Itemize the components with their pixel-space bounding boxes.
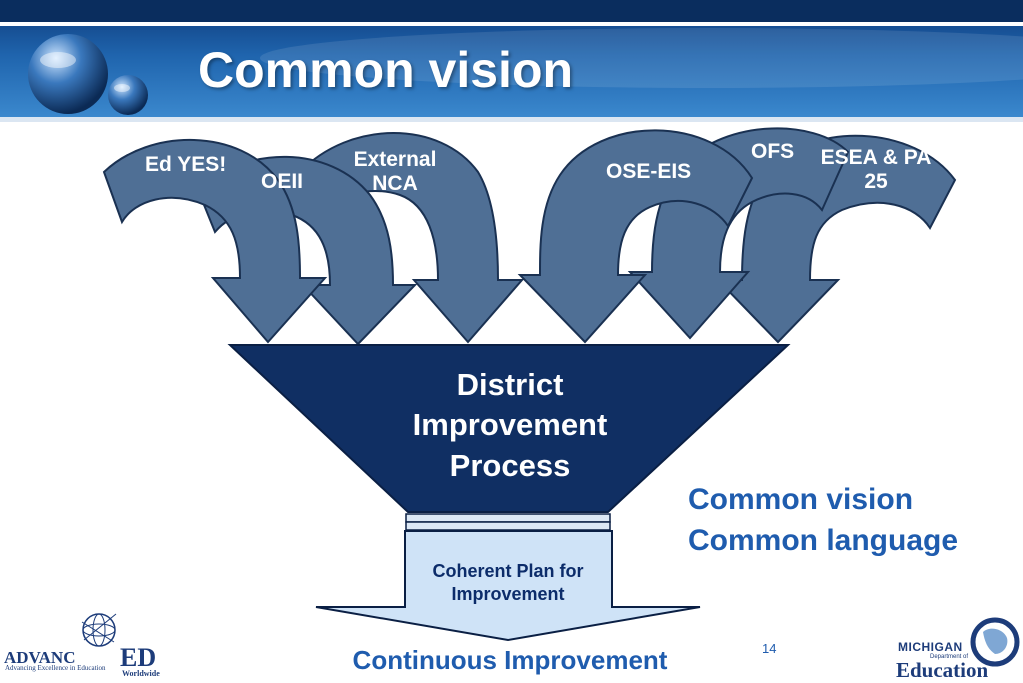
michigan-logo-line3: Education — [896, 658, 989, 682]
common-language-line: Common language — [688, 523, 959, 557]
output-arrow — [315, 530, 701, 642]
globe-icon — [28, 34, 148, 115]
header-top-strip — [0, 0, 1023, 22]
michigan-logo-icon — [970, 617, 1020, 667]
michigan-logo-line1: MICHIGAN — [898, 640, 963, 654]
arrow-ose-eis — [517, 129, 754, 344]
input-label-ed-yes: Ed YES! — [145, 153, 227, 176]
arrow-ed-yes — [102, 138, 328, 344]
input-label-ose-eis: OSE-EIS — [606, 160, 692, 183]
slide-title: Common vision — [198, 42, 574, 98]
header-swoosh — [260, 28, 1023, 88]
page-number: 14 — [762, 641, 777, 656]
input-label-ofs: OFS — [751, 140, 795, 163]
output-label: Coherent Plan for Improvement — [432, 561, 584, 605]
advanced-logo-name: ADVANC — [4, 648, 76, 667]
input-label-oeii: OEII — [261, 170, 304, 193]
common-vision-line: Common vision — [688, 483, 914, 516]
funnel-neck-band-2 — [405, 521, 611, 531]
common-statement: Common vision Common language — [688, 480, 958, 561]
advanced-logo-ed: ED — [120, 643, 157, 672]
funnel — [227, 344, 791, 513]
result-label: Continuous Improvement — [352, 645, 668, 675]
input-label-esea: ESEA & PA 25 — [820, 146, 932, 194]
funnel-label: District Improvement Process — [412, 367, 608, 483]
input-label-external-nca: External NCA — [353, 148, 437, 196]
header-bottom-line — [0, 117, 1023, 122]
michigan-logo-line2: Department of — [930, 654, 969, 660]
header-white-line — [0, 22, 1023, 26]
header-banner — [0, 0, 1023, 122]
funnel-neck-band-1 — [405, 513, 611, 523]
advanced-logo-worldwide: Worldwide — [122, 669, 160, 678]
advanced-globe-logo — [81, 613, 117, 647]
advanced-logo-tagline: Advancing Excellence in Education — [5, 664, 106, 672]
